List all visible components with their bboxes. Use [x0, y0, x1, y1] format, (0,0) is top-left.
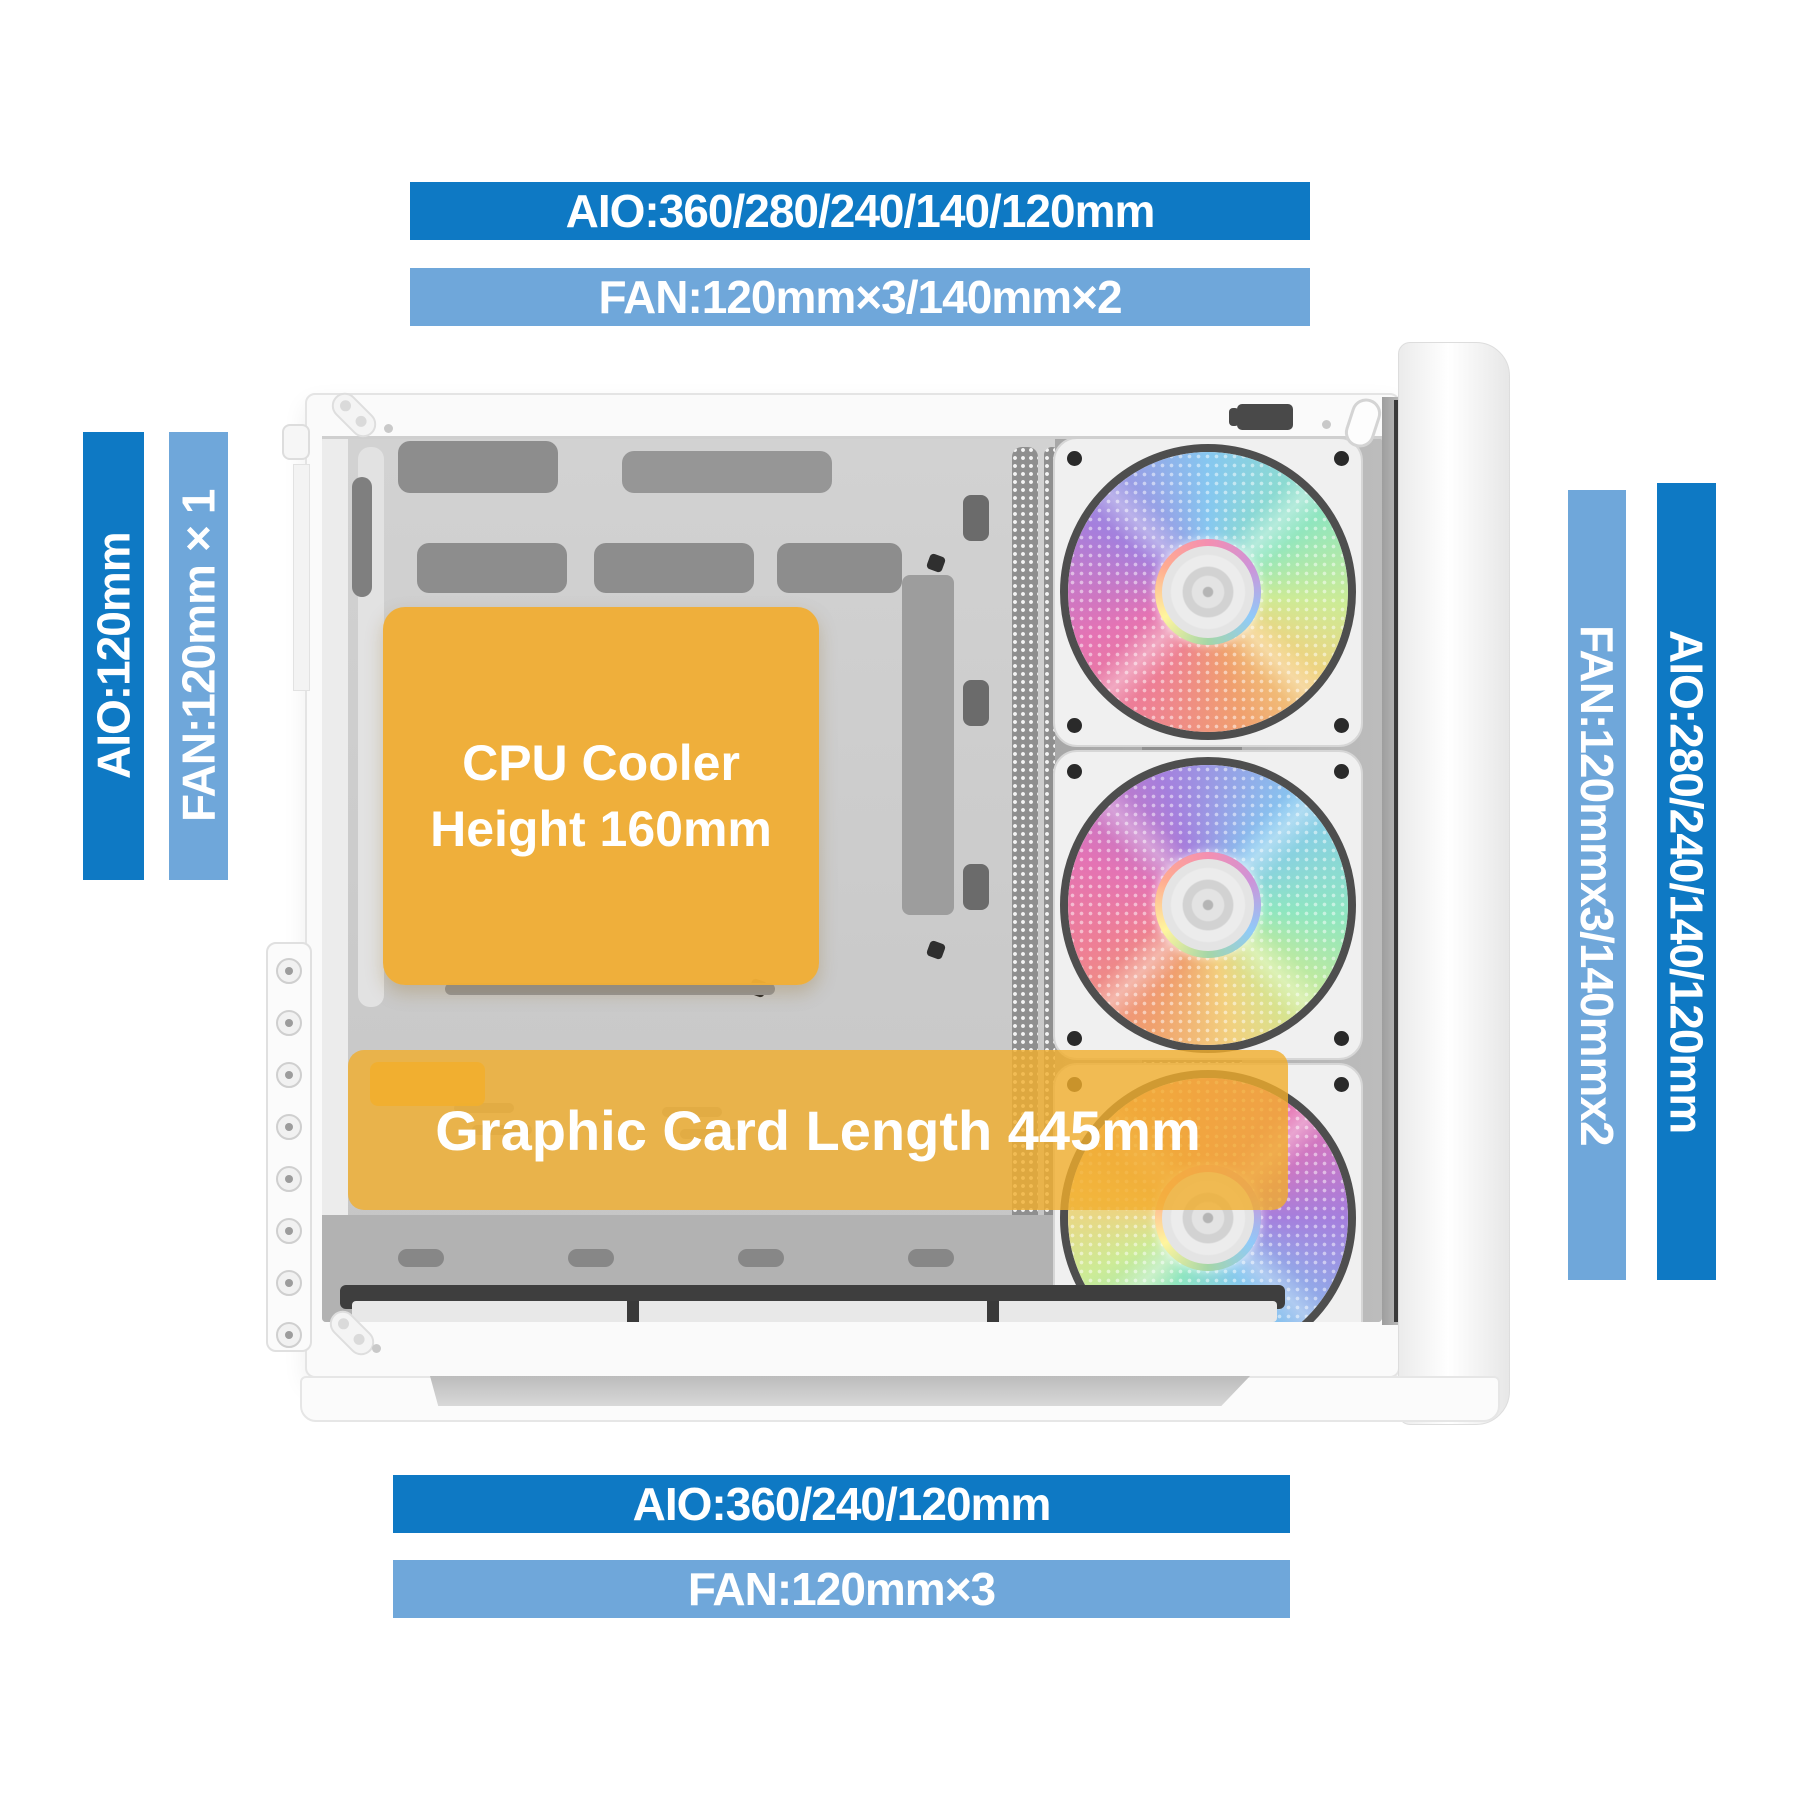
- fan-screw-icon: [1334, 1077, 1349, 1092]
- psu-vent-slot: [908, 1249, 954, 1267]
- rear-panel-edge: [293, 464, 310, 691]
- psu-vent-slot: [398, 1249, 444, 1267]
- front-side-panel: [1398, 342, 1510, 1425]
- cpu-cooler-clearance-label: CPU Cooler Height 160mm: [383, 607, 819, 985]
- bracket-hole-icon: [337, 398, 354, 414]
- cable-cover-panel: [902, 575, 954, 915]
- fan-hub-disc: [1162, 546, 1254, 638]
- fan-screw-icon: [1334, 764, 1349, 779]
- banner-bottom-fan: FAN:120mm×3: [393, 1560, 1290, 1618]
- banner-top-fan: FAN:120mm×3/140mm×2: [410, 268, 1310, 326]
- graphic-card-clearance-label: Graphic Card Length 445mm: [348, 1050, 1288, 1210]
- banner-top-aio: AIO:360/280/240/140/120mm: [410, 182, 1310, 240]
- cpu-cooler-line1: CPU Cooler: [462, 735, 740, 791]
- fan-divider: [987, 1301, 999, 1322]
- screw-hole-icon: [372, 1344, 381, 1353]
- screw-hole-icon: [1322, 420, 1331, 429]
- rear-knob: [282, 424, 310, 460]
- cable-grommet: [963, 680, 989, 726]
- thumbscrew-icon: [276, 1270, 302, 1296]
- graphic-card-text: Graphic Card Length 445mm: [435, 1098, 1201, 1162]
- fan-screw-icon: [1067, 718, 1082, 733]
- bracket-hole-icon: [353, 413, 369, 430]
- bottom-intake-fans: [352, 1301, 1277, 1322]
- fan-hub: [1155, 539, 1261, 645]
- top-frame-seam: [322, 436, 1382, 439]
- pci-slot-column: [266, 942, 312, 1352]
- cpu-cooler-line2: Height 160mm: [430, 801, 772, 857]
- tray-cutout: [594, 543, 754, 593]
- fan-screw-icon: [1334, 718, 1349, 733]
- banner-right-aio: AIO:280/240/140/120mm: [1657, 483, 1716, 1280]
- thumbscrew-icon: [276, 1062, 302, 1088]
- tray-cutout: [398, 441, 558, 493]
- bracket-hole-icon: [351, 1331, 367, 1348]
- fan-screw-icon: [1067, 451, 1082, 466]
- screw-hole-icon: [384, 424, 393, 433]
- bracket-hole-icon: [335, 1316, 352, 1332]
- cpu-box-shadow: [445, 983, 775, 995]
- front-fan-middle: [1053, 750, 1363, 1060]
- panel-gap: [1394, 400, 1398, 1322]
- fan-screw-icon: [1067, 764, 1082, 779]
- fan-divider: [627, 1301, 639, 1322]
- tray-slot: [352, 477, 372, 597]
- banner-left-aio: AIO:120mm: [83, 432, 144, 880]
- tray-cutout: [622, 451, 832, 493]
- thumbscrew-icon: [276, 1114, 302, 1140]
- rear-inner-wall: [322, 437, 348, 1322]
- banner-left-fan: FAN:120mm×1: [169, 432, 228, 880]
- fan-screw-icon: [1067, 1031, 1082, 1046]
- thumbscrew-icon: [276, 1322, 302, 1348]
- psu-vent-slot: [738, 1249, 784, 1267]
- fan-hub: [1155, 852, 1261, 958]
- front-fan-top: [1053, 437, 1363, 747]
- thumbscrew-icon: [276, 1010, 302, 1036]
- cable-grommet: [963, 495, 989, 541]
- thumbscrew-icon: [276, 1166, 302, 1192]
- case-base-recess: [430, 1376, 1250, 1406]
- banner-right-fan: FAN:120mmx3/140mmx2: [1568, 490, 1626, 1280]
- cable-grommet: [963, 864, 989, 910]
- thumbscrew-icon: [276, 958, 302, 984]
- top-latch: [1229, 404, 1293, 430]
- psu-vent-slot: [568, 1249, 614, 1267]
- thumbscrew-icon: [276, 1218, 302, 1244]
- tray-cutout: [777, 543, 902, 593]
- banner-bottom-aio: AIO:360/240/120mm: [393, 1475, 1290, 1533]
- tray-cutout: [417, 543, 567, 593]
- fan-hub-disc: [1162, 859, 1254, 951]
- fan-screw-icon: [1334, 451, 1349, 466]
- fan-screw-icon: [1334, 1031, 1349, 1046]
